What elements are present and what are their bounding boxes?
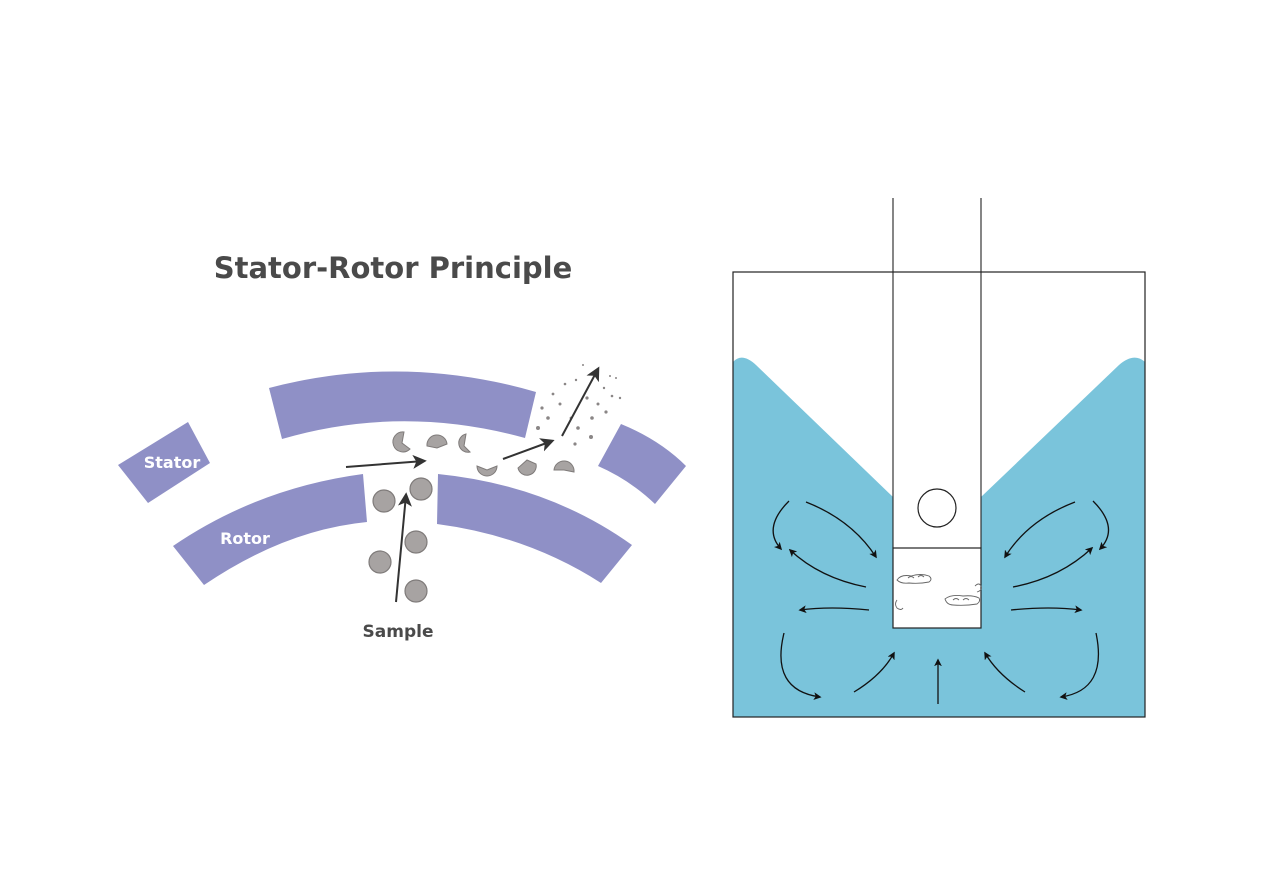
vessel-outline: [732, 271, 1146, 718]
rotor-segment-right: [437, 474, 632, 583]
shaft-hole-icon: [917, 488, 957, 528]
particle: [372, 489, 396, 513]
particle: [404, 579, 428, 603]
flow-arrow: [798, 605, 870, 614]
flow-arrow: [1010, 605, 1083, 614]
fine-dust: [536, 364, 622, 446]
sample-particles: [368, 477, 433, 603]
flow-arrow: [805, 501, 877, 559]
liquid: [733, 357, 1145, 717]
flow-arrow: [853, 651, 895, 693]
shear-arrow-left: [345, 454, 427, 469]
sample-inflow-arrow: [395, 492, 412, 603]
diagram-title: Stator-Rotor Principle: [214, 251, 573, 285]
flow-arrow: [1012, 546, 1094, 588]
flow-arrow: [788, 548, 867, 588]
stator-label: Stator: [144, 453, 201, 472]
rotor-head-slots: [895, 574, 982, 610]
shaft-outline: [892, 198, 982, 548]
rotor-label: Rotor: [220, 529, 270, 548]
rotor-segment-left: [173, 474, 367, 585]
fragment: [458, 433, 471, 453]
shear-arrow-middle: [502, 438, 555, 460]
stator-segment-right: [598, 424, 686, 504]
flow-arrow: [1004, 501, 1076, 559]
flow-arrow: [772, 500, 790, 551]
particle-fragments: [392, 431, 575, 477]
fragment: [392, 431, 411, 453]
stator-segment-middle: [269, 371, 536, 439]
flow-arrow: [984, 651, 1026, 693]
stator-segment-left: [118, 422, 210, 503]
particle: [368, 550, 392, 574]
fragment: [553, 460, 575, 473]
outflow-arrow: [561, 366, 600, 437]
rotor-head: [892, 547, 982, 629]
fragment: [476, 465, 498, 477]
flow-arrow: [780, 632, 822, 700]
flow-arrows: [345, 366, 600, 603]
circulation-arrows: [772, 500, 1110, 704]
fragment: [517, 459, 537, 476]
fragment: [426, 434, 448, 449]
flow-arrow: [1059, 632, 1100, 700]
particle: [404, 530, 428, 554]
sample-label: Sample: [363, 622, 434, 642]
homogenizer-vessel: [732, 198, 1146, 718]
stator-rotor-schematic: Stator Rotor: [118, 364, 686, 642]
particle: [409, 477, 433, 501]
flow-arrow: [1092, 500, 1110, 551]
